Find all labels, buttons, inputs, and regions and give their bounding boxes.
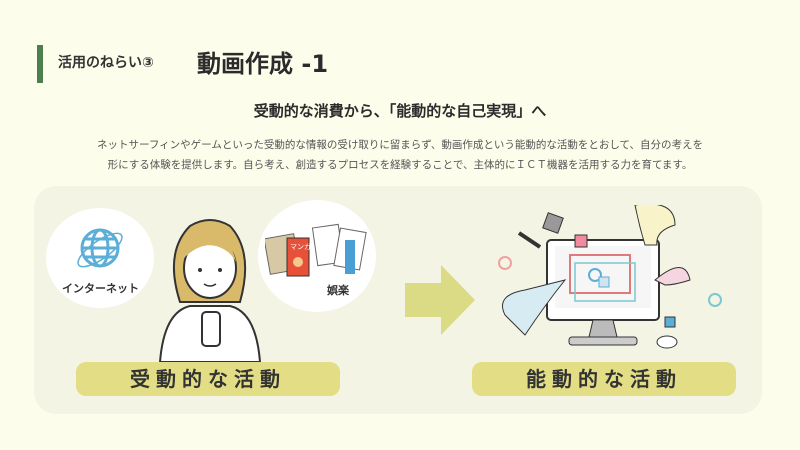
headline: 受動的な消費から、「能動的な自己実現」へ: [253, 102, 547, 120]
internet-label: インターネット: [62, 282, 139, 295]
arrow-right-icon: [405, 265, 475, 335]
description-line-2: 形にする体験を提供します。自ら考え、創造するプロセスを経験することで、主体的にＩ…: [107, 159, 693, 171]
description: ネットサーフィンやゲームといった受動的な情報の受け取りに留まらず、動画作成という…: [40, 135, 760, 175]
manga-cards-icon: マンガ: [265, 223, 367, 277]
entertainment-label: 娯楽: [327, 284, 349, 297]
person-with-phone-illustration: [158, 219, 262, 362]
globe-icon: [77, 228, 123, 268]
passive-activity-label: 受動的な活動: [76, 362, 340, 396]
creative-computer-illustration: [498, 205, 722, 349]
title-accent-bar: [37, 45, 43, 83]
page-title: 動画作成 -1: [197, 50, 329, 78]
manga-label: マンガ: [290, 242, 311, 251]
active-activity-label: 能動的な活動: [472, 362, 736, 396]
description-line-1: ネットサーフィンやゲームといった受動的な情報の受け取りに留まらず、動画作成という…: [96, 139, 704, 151]
section-subtitle: 活用のねらい③: [58, 55, 154, 71]
